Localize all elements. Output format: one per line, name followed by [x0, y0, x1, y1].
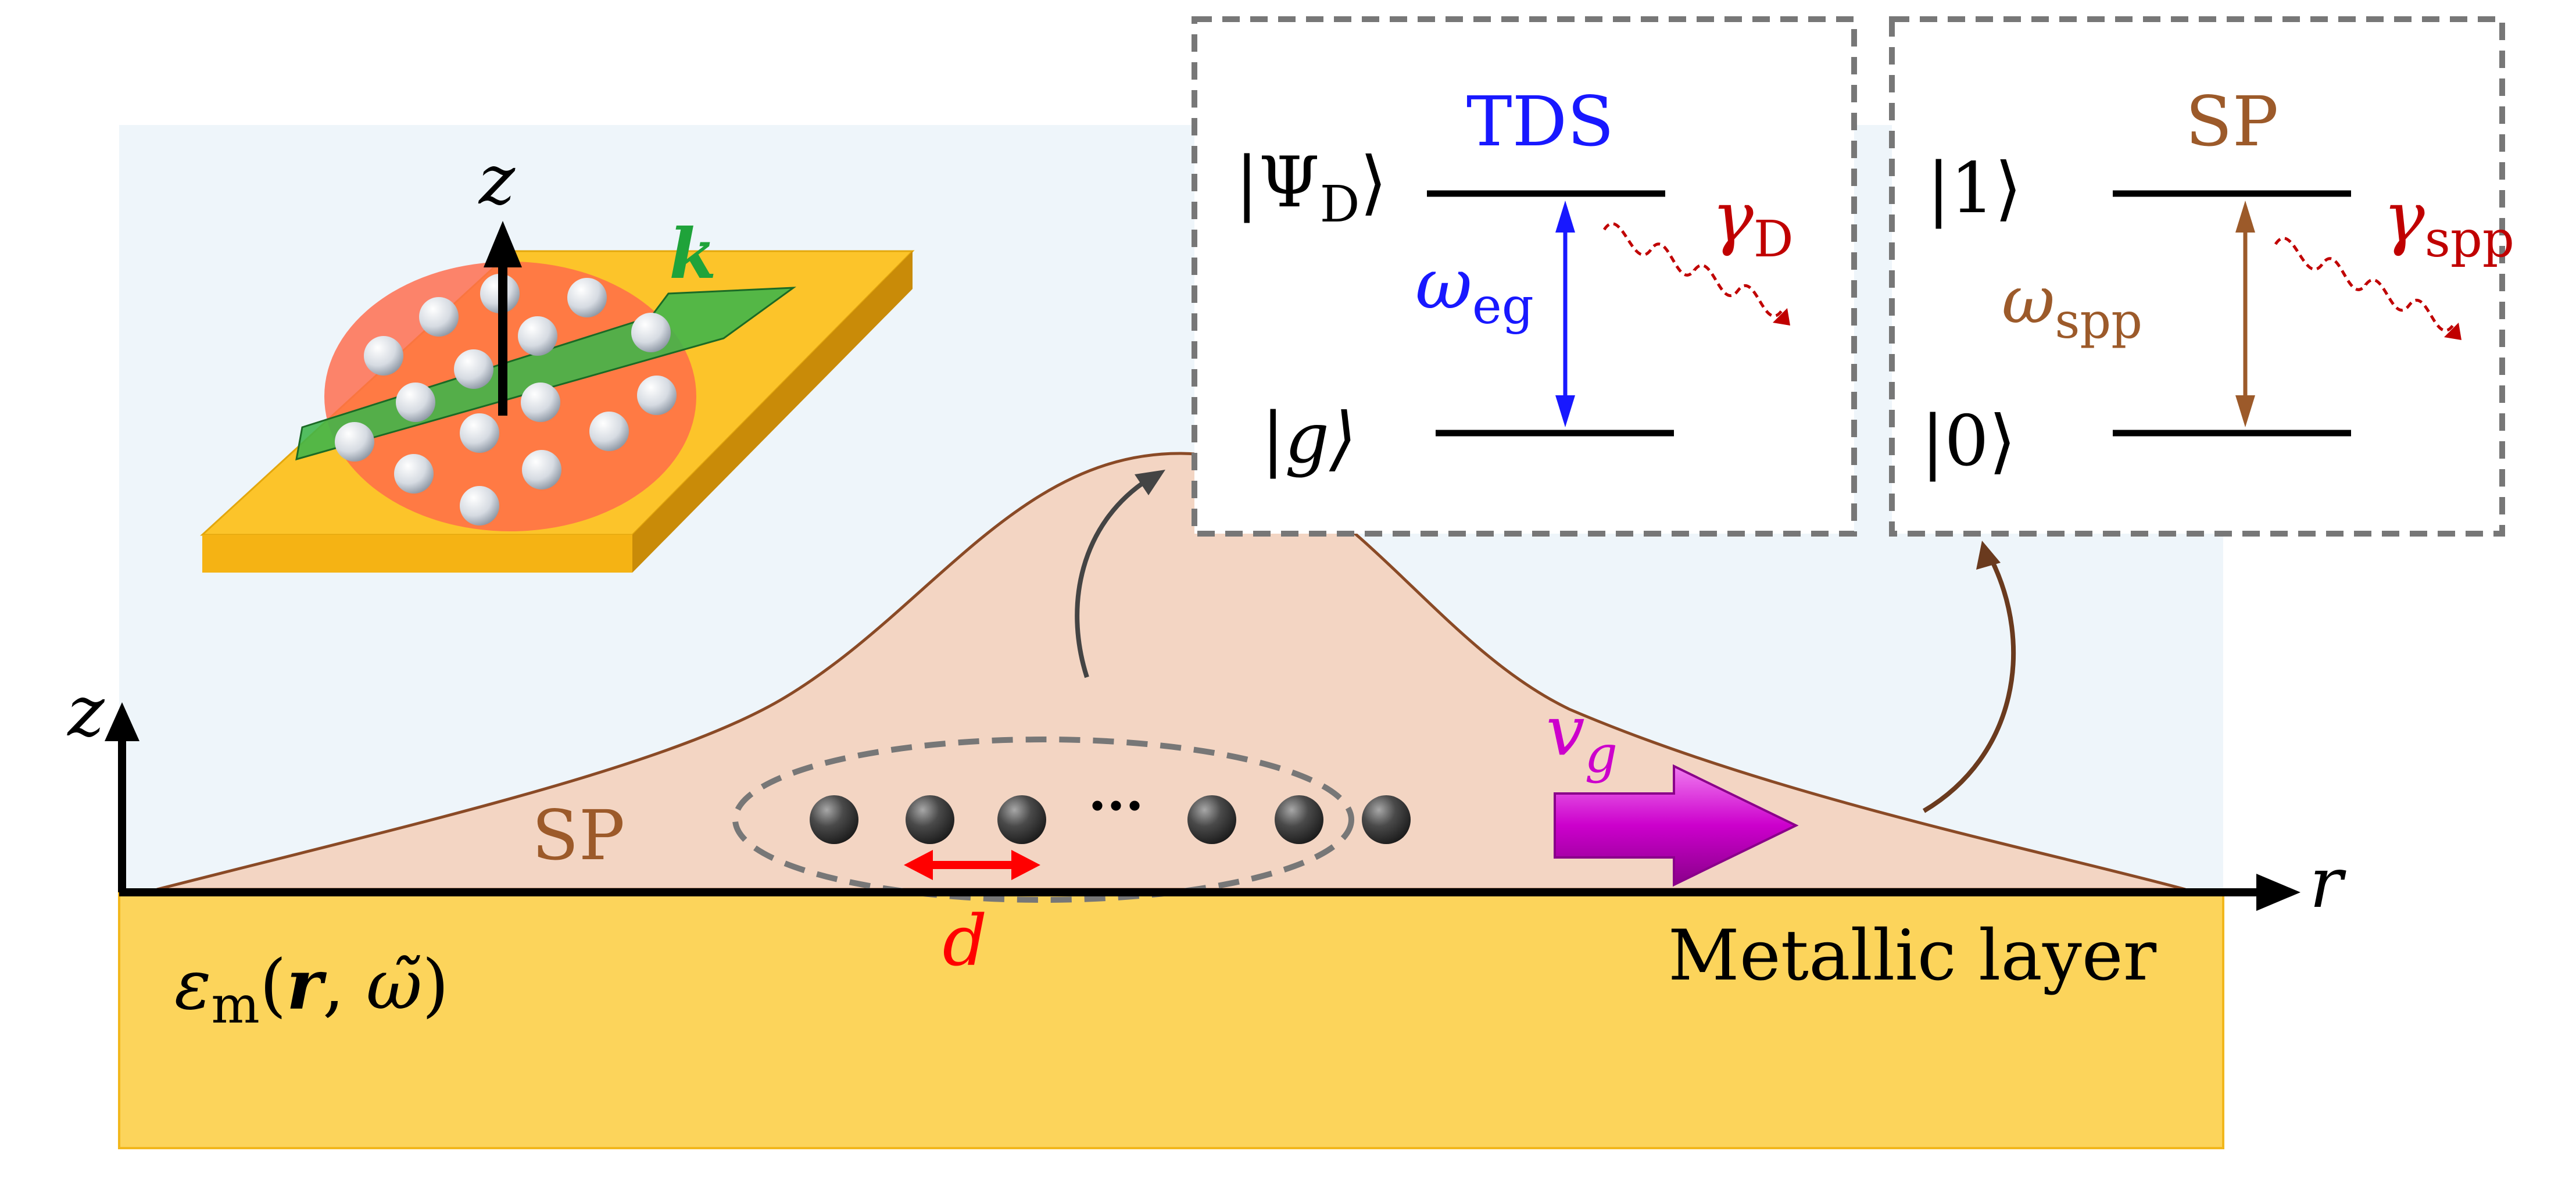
- group-velocity-arrow: [1554, 764, 1799, 887]
- sp-box-frame: [1889, 16, 2505, 537]
- emitter-chain: [810, 795, 1411, 844]
- connector-arrowhead-sp: [1976, 541, 2001, 570]
- main-axes: [105, 702, 2300, 911]
- inset-z-arrowhead: [484, 221, 522, 267]
- emitter-dot: [906, 795, 954, 844]
- spacing-label: d: [943, 901, 988, 982]
- group-velocity-label: vg: [1546, 691, 1618, 784]
- sp-lower-state: |0⟩: [1921, 401, 2016, 482]
- emitter-dot: [810, 795, 858, 844]
- inset-k-label: k: [669, 213, 717, 294]
- tds-decay-label: γD: [1712, 177, 1794, 269]
- tds-lower-state: |g⟩: [1261, 398, 1357, 479]
- sp-level-box: [1889, 16, 2505, 537]
- sp-box-title: SP: [2185, 81, 2278, 162]
- ellipsis-label: ···: [1088, 774, 1144, 837]
- tds-upper-state: |ΨD⟩: [1235, 142, 1387, 234]
- inset-z-label: z: [478, 140, 516, 220]
- emitter-dot: [1362, 795, 1411, 844]
- emitter-dot: [1275, 795, 1323, 844]
- permittivity-label: εm(r, ω̃): [174, 944, 449, 1035]
- tds-title: TDS: [1466, 81, 1614, 162]
- metal-substrate: [118, 891, 2224, 1149]
- connector-arrow-sp: [1922, 557, 2016, 813]
- connector-arrow-tds: [1075, 477, 1150, 678]
- connector-arrowhead-tds: [1135, 470, 1165, 495]
- inset-3d: [200, 221, 915, 573]
- sp-decay-label: γspp: [2383, 177, 2514, 269]
- tds-box-frame: [1192, 16, 1857, 537]
- tds-level-box: [1192, 16, 1857, 537]
- inset-spheres: [335, 274, 677, 526]
- emitter-chain-outline: [732, 737, 1354, 903]
- inset-slab-front: [202, 535, 632, 573]
- spacing-arrow: [904, 850, 1040, 880]
- emitter-dot: [1187, 795, 1236, 844]
- emitter-dot: [997, 795, 1046, 844]
- z-axis-label: z: [66, 671, 105, 752]
- tds-transition-label: ωeg: [1415, 244, 1534, 335]
- sp-upper-state: |1⟩: [1927, 148, 2022, 229]
- sp-transition-label: ωspp: [2002, 263, 2142, 349]
- sp-region-label: SP: [532, 795, 625, 875]
- r-axis-label: r: [2309, 843, 2346, 924]
- metal-layer-label: Metallic layer: [1668, 916, 2157, 996]
- inset-slab-side: [632, 251, 913, 573]
